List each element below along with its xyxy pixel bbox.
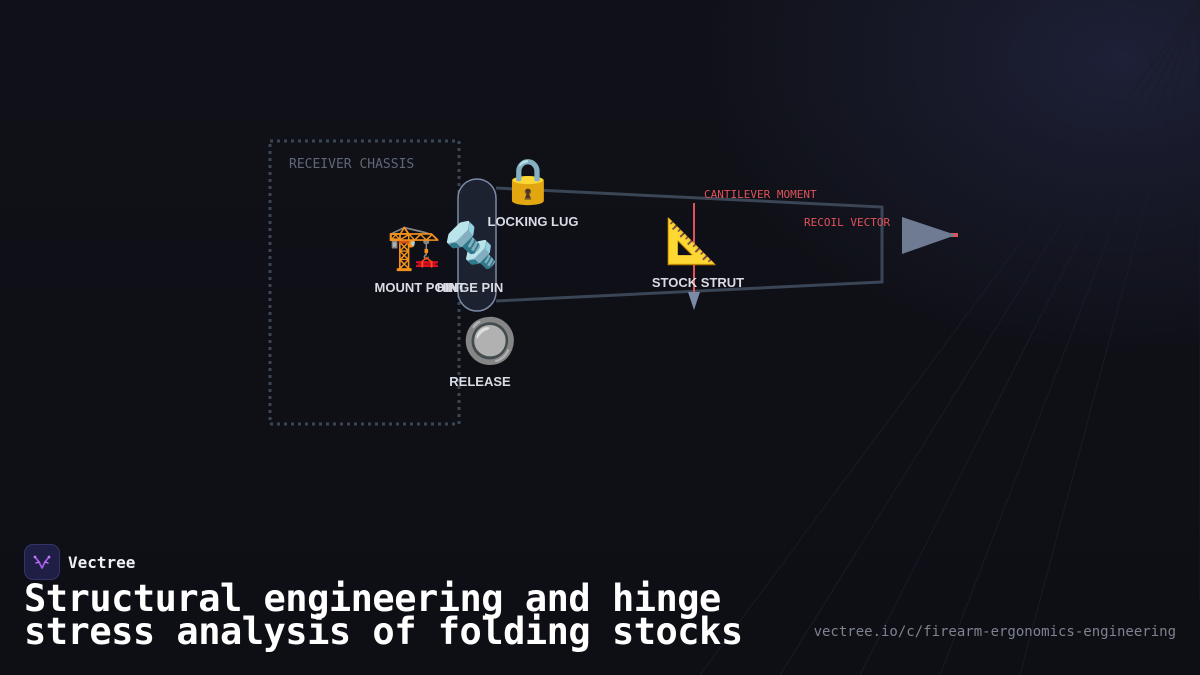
triangle-ruler-icon: 📐: [664, 216, 720, 267]
stock-outline: [495, 186, 884, 303]
bolt-icon: 🔩: [443, 220, 499, 271]
mount-point-label: MOUNT POINT: [374, 280, 466, 295]
hinge-pin-label: HINGE PIN: [436, 280, 504, 295]
locking-lug-label: LOCKING LUG: [487, 214, 579, 229]
page-title: Structural engineering and hinge stress …: [24, 577, 743, 653]
vectree-logo-icon: [24, 544, 60, 580]
source-url[interactable]: vectree.io/c/firearm-ergonomics-engineer…: [813, 624, 1176, 640]
cantilever-arrowhead: [688, 292, 700, 310]
crane-icon: 🏗️: [386, 222, 442, 273]
hinge-body: [457, 178, 497, 312]
cantilever-moment-label: CANTILEVER MOMENT: [704, 188, 817, 201]
brand-name: Vectree: [68, 552, 136, 572]
stock-strut-label: STOCK STRUT: [651, 275, 745, 290]
button-icon: 🔘: [462, 316, 518, 367]
brand: Vectree: [24, 544, 135, 580]
lock-icon: 🔒: [500, 156, 556, 207]
recoil-vector-label: RECOIL VECTOR: [804, 216, 891, 229]
recoil-vector-arrowhead: [902, 217, 956, 254]
receiver-chassis-label: RECEIVER CHASSIS: [289, 157, 415, 172]
release-label: RELEASE: [449, 374, 511, 389]
